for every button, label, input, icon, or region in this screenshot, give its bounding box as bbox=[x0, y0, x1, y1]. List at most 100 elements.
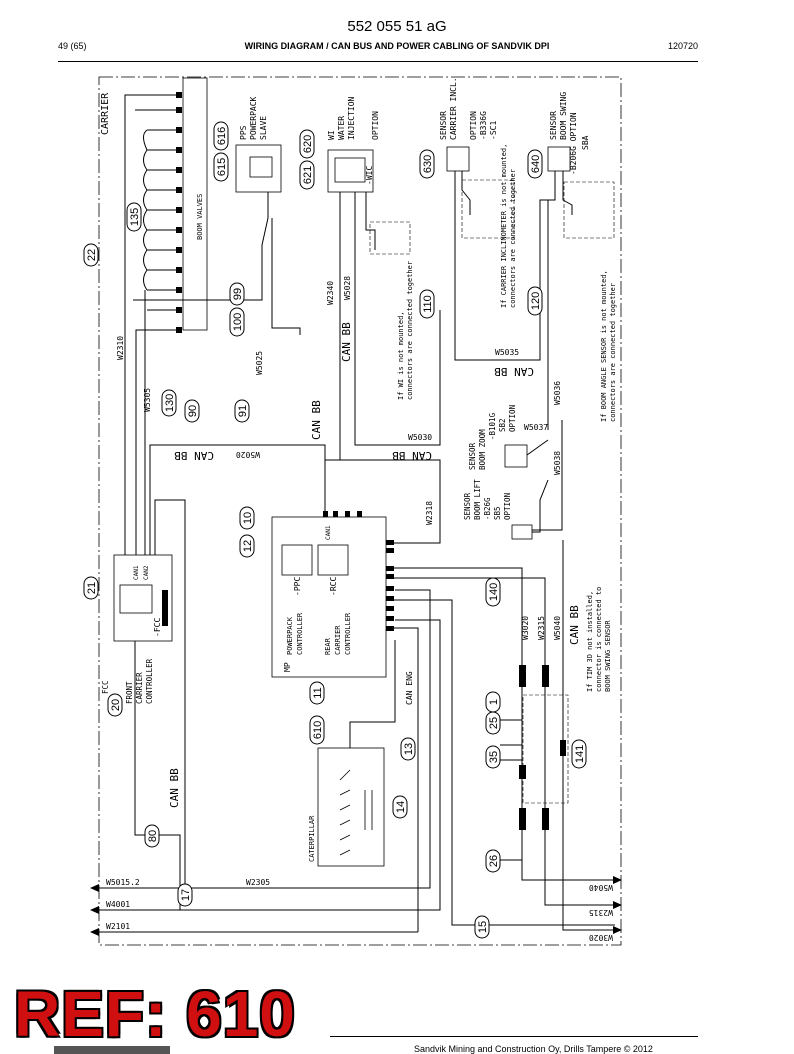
sensor-boom-lift-block bbox=[511, 524, 533, 540]
svg-text:SBA: SBA bbox=[581, 135, 590, 150]
svg-text:25: 25 bbox=[488, 717, 500, 729]
callout-13: 13 bbox=[400, 737, 416, 761]
svg-text:20: 20 bbox=[110, 699, 122, 711]
svg-text:130: 130 bbox=[164, 394, 176, 412]
fcc-label: FCC FRONT CARRIER CONTROLLER bbox=[101, 658, 154, 704]
fcc-can2: CAN2 bbox=[143, 565, 150, 580]
fcc-tag: -FCC bbox=[153, 618, 162, 637]
sensor-boom-zoom-block bbox=[504, 444, 528, 468]
sensor-boom-swing-harness bbox=[520, 171, 573, 531]
can-bb-label: CAN BB bbox=[494, 365, 534, 378]
svg-text:91: 91 bbox=[237, 405, 249, 417]
callout-26: 26 bbox=[485, 849, 501, 873]
sandvik-logo-strip bbox=[54, 1046, 170, 1054]
svg-text:-B101G: -B101G bbox=[488, 412, 497, 440]
footer-copyright: Sandvik Mining and Construction Oy, Dril… bbox=[414, 1044, 653, 1054]
svg-text:If WI is not mounted,: If WI is not mounted, bbox=[397, 311, 405, 400]
callout-141: 141 bbox=[571, 739, 587, 769]
callout-22: 22 bbox=[83, 243, 99, 267]
pps-harness bbox=[133, 192, 301, 335]
callout-630: 630 bbox=[419, 149, 435, 179]
callout-25: 25 bbox=[485, 711, 501, 735]
reference-stamp: REF: 610 bbox=[14, 978, 296, 1050]
boom-angle-note: If BOOM ANGLE SENSOR is not mounted, con… bbox=[600, 270, 617, 422]
svg-text:FRONT: FRONT bbox=[125, 681, 134, 704]
callout-1: 1 bbox=[485, 691, 501, 713]
document-number: 552 055 51 aG bbox=[347, 18, 447, 35]
svg-text:PPS: PPS bbox=[239, 125, 248, 140]
sensor-carrier-block bbox=[446, 146, 470, 172]
svg-text:OPTION: OPTION bbox=[508, 405, 517, 432]
wire-w5025: W5025 bbox=[255, 351, 264, 375]
sensor-boom-zoom-label: SENSOR BOOM ZOOM -B101G SB2 OPTION bbox=[468, 405, 517, 470]
tim-option-box bbox=[522, 694, 569, 804]
svg-text:99: 99 bbox=[232, 288, 244, 300]
svg-text:621: 621 bbox=[302, 166, 314, 184]
callout-11: 11 bbox=[309, 681, 325, 705]
callout-35: 35 bbox=[485, 745, 501, 769]
svg-text:OPTION: OPTION bbox=[469, 111, 478, 140]
svg-text:1: 1 bbox=[488, 699, 500, 705]
mp-can1: CAN1 bbox=[325, 525, 332, 540]
svg-text:SB2: SB2 bbox=[498, 418, 507, 432]
wire-w5020: W5020 bbox=[236, 450, 260, 459]
bus-arrows bbox=[90, 876, 622, 936]
callout-110: 110 bbox=[419, 289, 435, 319]
callout-100: 100 bbox=[229, 307, 245, 337]
rcc-tag: -RCC bbox=[329, 577, 338, 596]
svg-text:-SC1: -SC1 bbox=[489, 121, 498, 140]
svg-text:SENSOR: SENSOR bbox=[468, 442, 477, 470]
svg-text:FCC: FCC bbox=[101, 680, 110, 694]
wire-w5037: W5037 bbox=[524, 423, 548, 432]
callout-14: 14 bbox=[392, 795, 408, 819]
svg-text:POWERPACK: POWERPACK bbox=[249, 96, 258, 140]
callout-numbers: 22 135 130 90 91 99 100 616 615 620 621 … bbox=[83, 121, 587, 939]
wire-w2305: W2305 bbox=[246, 878, 270, 887]
wire-w5305: W5305 bbox=[143, 388, 152, 412]
svg-text:140: 140 bbox=[488, 583, 500, 601]
svg-text:26: 26 bbox=[488, 855, 500, 867]
svg-text:CARRIER: CARRIER bbox=[334, 625, 342, 655]
svg-text:CARRIER INCL.: CARRIER INCL. bbox=[449, 77, 458, 140]
wire-w5030: W5030 bbox=[408, 433, 432, 442]
callout-90: 90 bbox=[184, 399, 200, 423]
mp-harness bbox=[325, 459, 615, 932]
wire-w2310: W2310 bbox=[116, 336, 125, 360]
can-bb-label: CAN BB bbox=[340, 322, 353, 362]
svg-text:BOOM ZOOM: BOOM ZOOM bbox=[478, 429, 487, 470]
svg-text:141: 141 bbox=[574, 745, 586, 763]
carrier-frame bbox=[98, 76, 622, 946]
svg-text:SENSOR: SENSOR bbox=[463, 492, 472, 520]
svg-text:90: 90 bbox=[187, 405, 199, 417]
svg-text:616: 616 bbox=[216, 127, 228, 145]
callout-120: 120 bbox=[527, 286, 543, 316]
wire-w5035: W5035 bbox=[495, 348, 519, 357]
svg-text:CARRIER: CARRIER bbox=[135, 672, 144, 704]
can-bb-label-left: CAN BB bbox=[168, 768, 181, 808]
sensor-boom-harness bbox=[526, 439, 549, 533]
svg-text:640: 640 bbox=[530, 155, 542, 173]
svg-text:WATER: WATER bbox=[337, 116, 346, 140]
svg-text:SENSOR: SENSOR bbox=[549, 111, 558, 140]
svg-text:If BOOM ANGLE SENSOR is not mo: If BOOM ANGLE SENSOR is not mounted, bbox=[600, 270, 608, 422]
ppc-tag: -PPC bbox=[293, 577, 302, 596]
callout-15: 15 bbox=[474, 915, 490, 939]
svg-text:connector is connected to: connector is connected to bbox=[595, 587, 603, 692]
boom-valves-block bbox=[182, 77, 208, 331]
tim-note: If TIM 3D not installed, connector is co… bbox=[586, 587, 612, 692]
svg-text:CONTROLLER: CONTROLLER bbox=[296, 612, 304, 655]
can-eng-label: CAN ENG bbox=[405, 671, 414, 705]
sensor-carrier-label: SENSOR CARRIER INCL. OPTION -B336G -SC1 bbox=[439, 77, 498, 140]
can-bb-label: CAN BB bbox=[174, 449, 214, 462]
callout-621: 621 bbox=[299, 160, 315, 190]
callout-80: 80 bbox=[144, 824, 160, 848]
pps-label: PPS POWERPACK SLAVE bbox=[239, 96, 268, 140]
callout-615: 615 bbox=[213, 152, 229, 182]
svg-text:OPTION: OPTION bbox=[371, 111, 380, 140]
svg-text:11: 11 bbox=[312, 687, 324, 698]
wire-w2318: W2318 bbox=[425, 501, 434, 525]
svg-text:615: 615 bbox=[216, 158, 228, 176]
svg-text:connectors are connected toget: connectors are connected together bbox=[509, 169, 517, 308]
svg-text:14: 14 bbox=[395, 801, 407, 813]
